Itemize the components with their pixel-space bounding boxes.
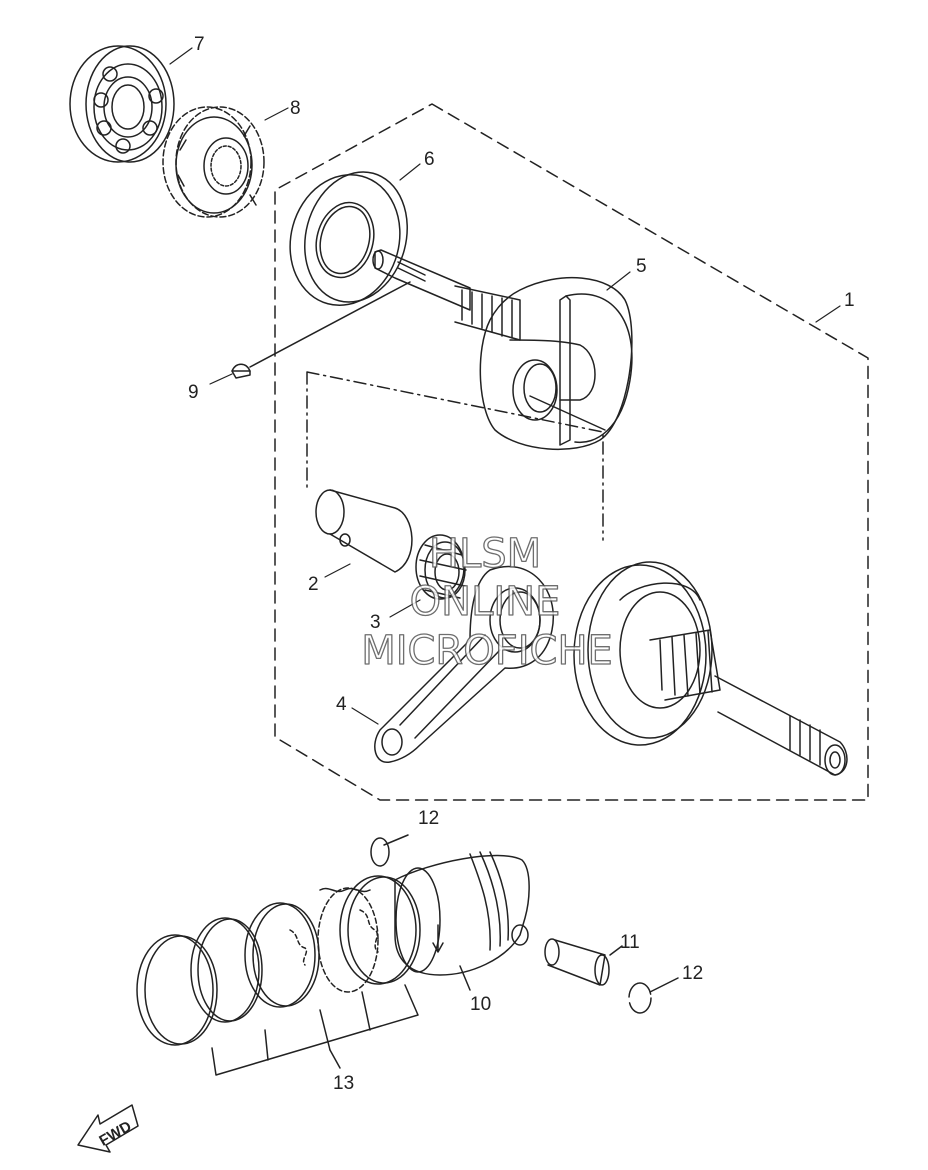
callout-6: 6 — [424, 149, 435, 170]
fwd-arrow-icon: FWD — [77, 1104, 139, 1153]
callout-7: 7 — [194, 34, 205, 55]
callout-3: 3 — [370, 612, 381, 633]
callout-1: 1 — [844, 290, 855, 311]
callout-9: 9 — [188, 382, 199, 403]
callout-5: 5 — [636, 256, 647, 277]
watermark-line-3: MICROFICHE — [361, 628, 613, 674]
callout-10: 10 — [470, 994, 491, 1015]
callout-11: 11 — [620, 932, 640, 953]
needle-bearing-3 — [415, 534, 467, 600]
circlip-12-upper — [370, 834, 409, 867]
piston-ring-set-13 — [136, 875, 421, 1076]
alignment-dashed-box — [306, 371, 604, 541]
gear-8 — [162, 106, 265, 218]
leader-lines — [169, 47, 841, 725]
key-9 — [231, 281, 411, 379]
callout-4: 4 — [336, 694, 347, 715]
washer-6 — [289, 171, 408, 307]
callout-12-lower: 12 — [682, 963, 703, 984]
watermark: HLSM ONLINE MICROFICHE — [361, 530, 614, 674]
circlip-12-lower — [628, 977, 679, 1014]
assembly-boundary — [274, 103, 869, 801]
bearing-7 — [69, 45, 175, 163]
piston-10 — [394, 851, 530, 991]
watermark-line-2: ONLINE — [410, 579, 561, 625]
crank-pin-2 — [315, 489, 413, 573]
crank-half-left — [372, 249, 633, 450]
callout-12-upper: 12 — [418, 808, 439, 829]
watermark-line-1: HLSM — [429, 531, 541, 577]
callout-2: 2 — [308, 574, 319, 595]
connecting-rod-4 — [374, 565, 554, 763]
crank-half-right — [573, 561, 848, 776]
piston-pin-11 — [544, 938, 623, 986]
callout-8: 8 — [290, 98, 301, 119]
callout-13: 13 — [333, 1073, 354, 1094]
